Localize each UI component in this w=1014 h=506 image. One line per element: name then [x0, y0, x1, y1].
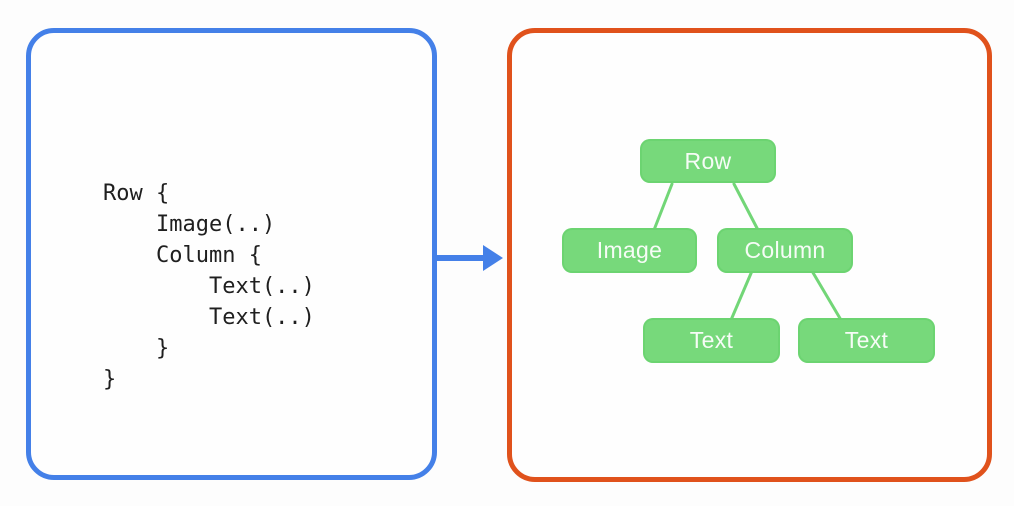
tree-node-row: Row — [640, 139, 776, 183]
code-block: Row { Image(..) Column { Text(..) Text(.… — [103, 181, 315, 392]
code-panel — [26, 28, 437, 480]
tree-node-column: Column — [717, 228, 853, 273]
arrow-right-icon — [437, 245, 503, 271]
tree-node-image: Image — [562, 228, 697, 273]
tree-node-text-2: Text — [798, 318, 935, 363]
tree-node-text-1: Text — [643, 318, 780, 363]
